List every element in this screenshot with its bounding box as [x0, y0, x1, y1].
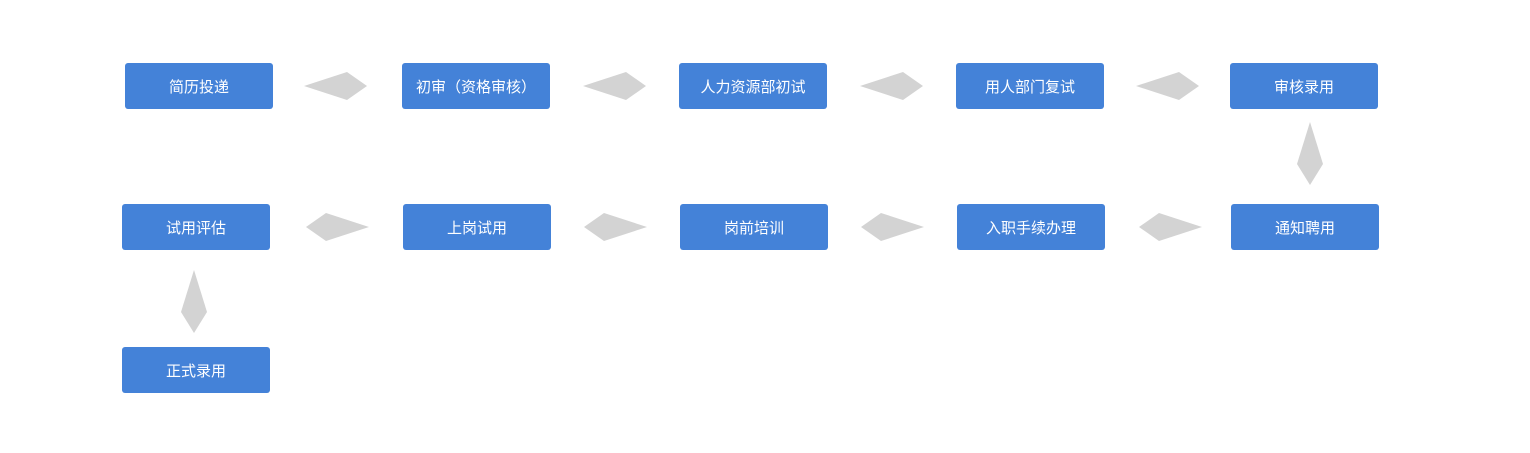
arrow-down-2: [181, 270, 207, 333]
step-onboarding-procedures: 入职手续办理: [957, 204, 1105, 250]
arrow-left-3: [584, 213, 647, 241]
step-department-second-interview: 用人部门复试: [956, 63, 1104, 109]
arrow-down-1: [1297, 122, 1323, 185]
step-probation-start: 上岗试用: [403, 204, 551, 250]
arrow-left-1: [1139, 213, 1202, 241]
arrow-right-4: [1136, 72, 1199, 100]
arrow-left-4: [306, 213, 369, 241]
step-resume-submission: 简历投递: [125, 63, 273, 109]
step-probation-evaluation: 试用评估: [122, 204, 270, 250]
step-hr-first-interview: 人力资源部初试: [679, 63, 827, 109]
arrow-right-2: [583, 72, 646, 100]
step-initial-screening: 初审（资格审核）: [402, 63, 550, 109]
step-offer-notification: 通知聘用: [1231, 204, 1379, 250]
step-formal-employment: 正式录用: [122, 347, 270, 393]
step-pre-job-training: 岗前培训: [680, 204, 828, 250]
step-hiring-approval: 审核录用: [1230, 63, 1378, 109]
arrow-left-2: [861, 213, 924, 241]
arrow-right-1: [304, 72, 367, 100]
arrow-right-3: [860, 72, 923, 100]
